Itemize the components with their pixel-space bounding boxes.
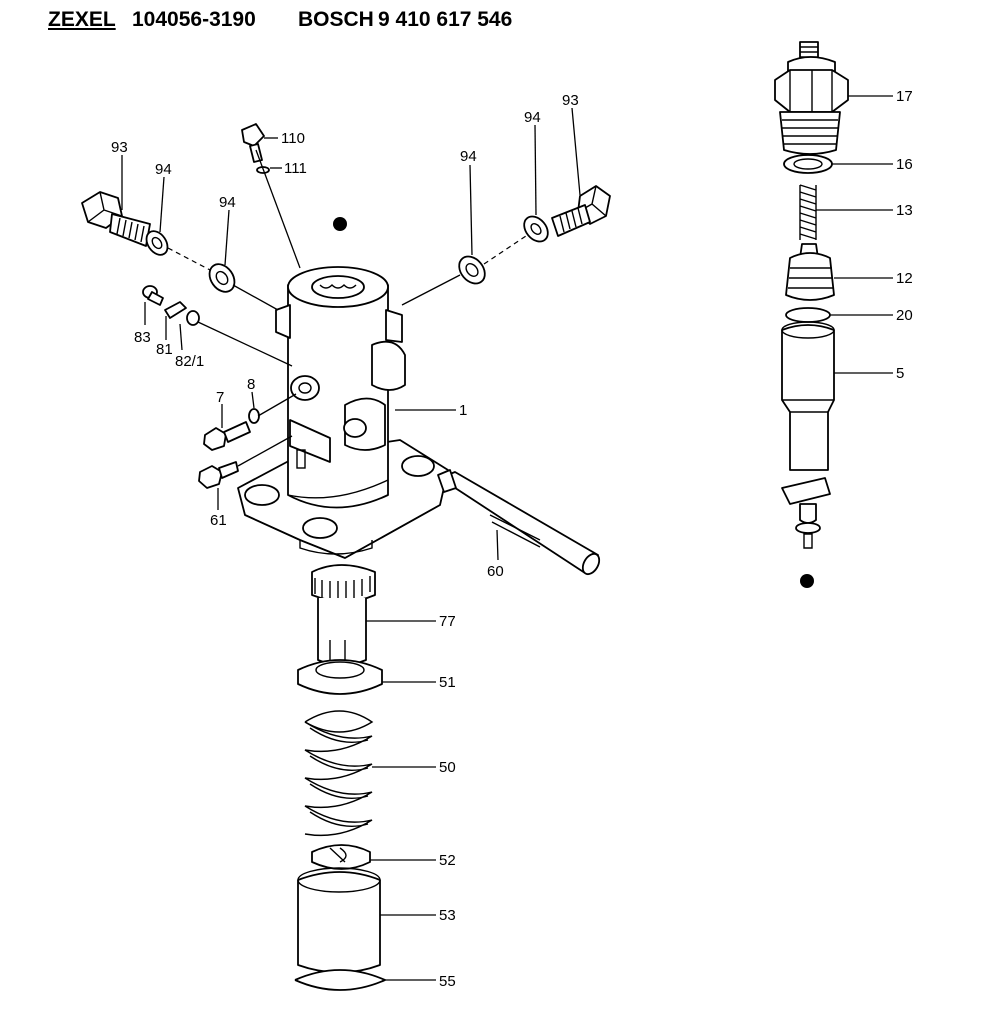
- washer-8: [248, 408, 260, 424]
- connection-dot-top: [333, 217, 347, 231]
- callout-13: 13: [896, 202, 913, 219]
- callout-93-right: 93: [562, 92, 579, 109]
- banjo-bolt-left: [81, 191, 151, 247]
- washer-94-a: [145, 230, 169, 256]
- callout-16: 16: [896, 156, 913, 173]
- callout-81: 81: [156, 341, 173, 358]
- assembly-lines: [167, 235, 527, 311]
- callout-83: 83: [134, 329, 151, 346]
- callout-17: 17: [896, 88, 913, 105]
- callout-51: 51: [439, 674, 456, 691]
- callout-labels: 93 94 94 94 94 93 110 111 83 81 82/1 8 7…: [111, 88, 913, 990]
- screw-61: [198, 461, 239, 489]
- callout-94-left-inner: 94: [219, 194, 236, 211]
- o-ring-20: [785, 307, 831, 323]
- callout-94-right-inner: 94: [460, 148, 477, 165]
- callout-52: 52: [439, 852, 456, 869]
- gasket-16: [783, 154, 833, 174]
- callout-20: 20: [896, 307, 913, 324]
- brand-zexel: ZEXEL: [48, 8, 116, 31]
- bosch-part-number: 9 410 617 546: [378, 8, 513, 31]
- delivery-valve-12: [785, 243, 835, 301]
- callout-12: 12: [896, 270, 913, 287]
- control-rod: [437, 469, 601, 576]
- pump-housing: [237, 266, 449, 559]
- washer-94-d: [458, 255, 486, 285]
- connection-dot-right: [800, 574, 814, 588]
- leader-lines: [121, 95, 893, 981]
- banjo-bolt-right: [551, 185, 611, 237]
- delivery-valve-holder: [774, 41, 849, 155]
- washer-82-1: [186, 310, 200, 326]
- callout-93-left: 93: [111, 139, 128, 156]
- callout-7: 7: [216, 389, 224, 406]
- callout-1: 1: [459, 402, 467, 419]
- callout-94-left-outer: 94: [155, 161, 172, 178]
- callout-110: 110: [281, 130, 305, 147]
- callout-60: 60: [487, 563, 504, 580]
- lower-spring-seat: [311, 844, 371, 870]
- zexel-part-number: 104056-3190: [132, 8, 256, 31]
- brand-bosch: BOSCH: [298, 8, 374, 31]
- callout-77: 77: [439, 613, 456, 630]
- bleed-screw: [241, 123, 270, 174]
- plunger-spring: [304, 710, 374, 837]
- washer-94-c: [523, 215, 549, 243]
- callout-50: 50: [439, 759, 456, 776]
- callout-8: 8: [247, 376, 255, 393]
- control-sleeve: [311, 564, 376, 666]
- valve-spring-13: [799, 184, 817, 240]
- tappet: [297, 867, 381, 974]
- plunger-barrel-5: [781, 321, 835, 549]
- screw-7: [203, 421, 251, 451]
- callout-61: 61: [210, 512, 227, 529]
- callout-94-right-outer: 94: [524, 109, 541, 126]
- lock-plate-81: [164, 301, 187, 319]
- retaining-ring: [294, 969, 386, 991]
- small-screw-83: [142, 285, 164, 306]
- callout-5: 5: [896, 365, 904, 382]
- callout-82-1: 82/1: [175, 353, 204, 370]
- upper-spring-seat: [297, 659, 383, 695]
- callout-53: 53: [439, 907, 456, 924]
- washer-94-b: [208, 263, 236, 293]
- callout-111: 111: [284, 160, 307, 177]
- callout-55: 55: [439, 973, 456, 990]
